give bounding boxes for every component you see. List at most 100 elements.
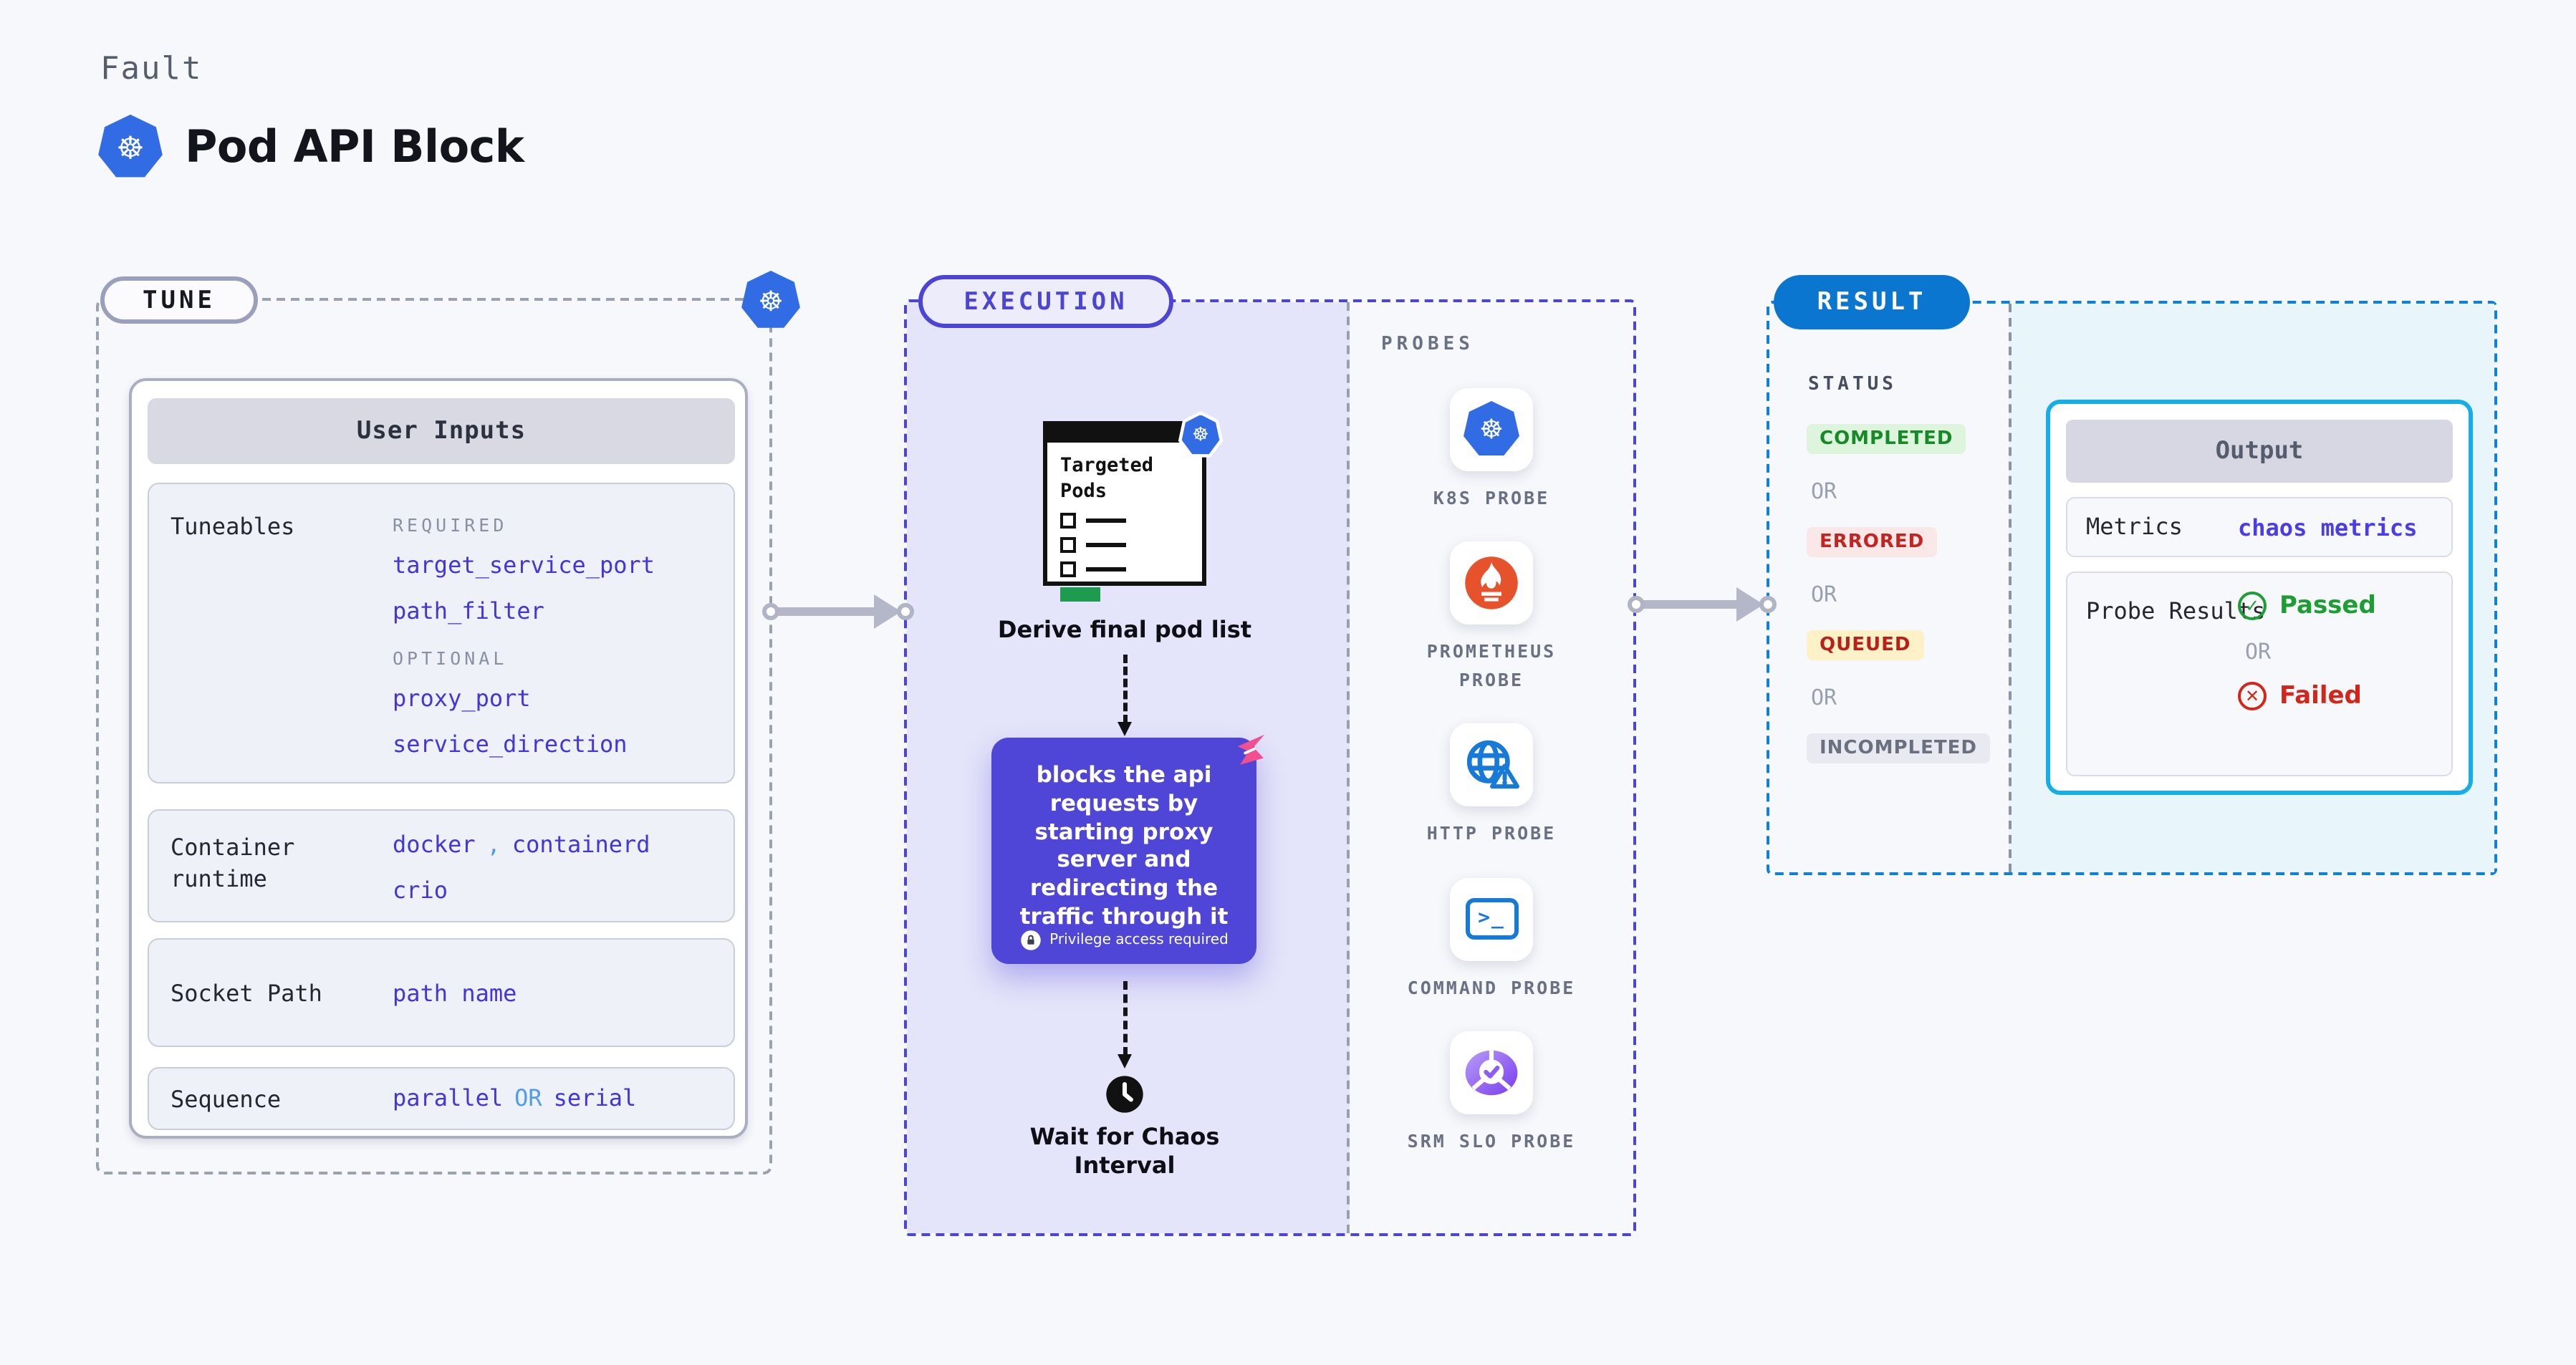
flow-arrow-down — [1118, 981, 1132, 1069]
container-runtime-card: Container runtime docker , containerd cr… — [148, 809, 735, 922]
probe-item-command: >_ COMMAND PROBE — [1407, 877, 1576, 1001]
probes-heading: PROBES — [1381, 334, 1474, 355]
probe-item-k8s: ☸ K8S PROBE — [1407, 388, 1576, 512]
runtime-value: crio — [393, 877, 448, 904]
tuneable-link[interactable]: target_service_port — [393, 551, 655, 579]
probe-results-row: Probe Results ✓ Passed OR ✕ Failed — [2066, 571, 2453, 776]
or-separator: OR — [1811, 685, 1837, 710]
fault-kind-label: Fault — [100, 52, 203, 87]
list-line — [1086, 543, 1126, 548]
socket-path-card: Socket Path path name — [148, 938, 735, 1047]
or-separator: OR — [1811, 582, 1837, 607]
clock-icon — [1106, 1076, 1143, 1113]
tuneable-link[interactable]: proxy_port — [393, 685, 531, 712]
output-title: Output — [2066, 420, 2453, 483]
checkbox-icon — [1060, 561, 1076, 578]
status-column: STATUS COMPLETED OR ERRORED OR QUEUED OR… — [1769, 304, 2009, 872]
connector-ring — [1759, 596, 1777, 613]
execution-zone: Targeted Pods ☸ Derive final pod list bl… — [907, 302, 1350, 1233]
user-inputs-title: User Inputs — [148, 398, 735, 464]
targeted-pods-title: Targeted Pods — [1060, 454, 1154, 503]
fault-action-text: blocks the api requests by starting prox… — [1019, 762, 1229, 930]
probe-icon-card — [1450, 1031, 1533, 1114]
tuneable-link[interactable]: path_filter — [393, 597, 544, 624]
check-circle-icon: ✓ — [2238, 592, 2267, 620]
sequence-value: parallel — [393, 1084, 504, 1111]
globe-alert-icon — [1466, 741, 1520, 789]
flow-arrow-execution-to-result — [1628, 586, 1777, 623]
passed-label: Passed — [2279, 592, 2376, 620]
required-heading: REQUIRED — [393, 514, 508, 536]
privilege-note: Privilege access required — [991, 930, 1256, 951]
probe-icon-card — [1450, 541, 1533, 625]
connector-ring — [1628, 596, 1645, 613]
privilege-note-text: Privilege access required — [1049, 932, 1229, 948]
sequence-value: serial — [553, 1084, 637, 1111]
passed-result: ✓ Passed — [2238, 592, 2376, 620]
failed-label: Failed — [2279, 682, 2362, 710]
execution-section: EXECUTION Targeted Pods ☸ Derive final p… — [904, 275, 1636, 1236]
sequence-label: Sequence — [170, 1086, 282, 1113]
kubernetes-icon: ☸ — [741, 271, 800, 328]
probe-item-http: HTTP PROBE — [1407, 723, 1576, 847]
result-badge: RESULT — [1774, 275, 1970, 329]
status-badge-completed: COMPLETED — [1807, 424, 1966, 454]
tune-section: TUNE ☸ User Inputs Tuneables REQUIRED ta… — [96, 271, 800, 1175]
user-inputs-card: User Inputs Tuneables REQUIRED target_se… — [129, 378, 748, 1139]
status-badge-queued: QUEUED — [1807, 630, 1924, 660]
probe-label: K8S PROBE — [1433, 487, 1550, 508]
x-circle-icon: ✕ — [2238, 682, 2267, 710]
tuneable-link[interactable]: service_direction — [393, 730, 628, 758]
sequence-card: Sequence parallel OR serial — [148, 1067, 735, 1130]
socket-path-value: path name — [393, 980, 517, 1007]
status-heading: STATUS — [1808, 374, 1897, 395]
arrow-shaft — [1642, 600, 1739, 609]
probe-label: COMMAND PROBE — [1407, 976, 1576, 998]
sequence-separator: OR — [514, 1084, 542, 1111]
tuneables-label: Tuneables — [170, 513, 295, 540]
page-header: ☸ Pod API Block — [97, 115, 524, 180]
doc-titlebar — [1046, 424, 1203, 443]
socket-path-label: Socket Path — [170, 980, 322, 1007]
list-line — [1086, 567, 1126, 572]
connector-ring — [762, 603, 779, 620]
probe-results-label: Probe Results — [2086, 597, 2266, 624]
probes-zone: PROBES ☸ K8S PROBE — [1350, 302, 1633, 1233]
container-runtime-label: Container runtime — [170, 834, 295, 892]
result-section: RESULT STATUS COMPLETED OR ERRORED OR QU… — [1767, 275, 2497, 875]
runtime-value: containerd — [511, 831, 650, 858]
probe-item-prometheus: PROMETHEUS PROBE — [1407, 541, 1576, 694]
lock-icon — [1020, 930, 1040, 950]
probe-label: PROMETHEUS PROBE — [1426, 640, 1557, 690]
output-card: Output Metrics chaos metrics Probe Resul… — [2046, 400, 2473, 795]
connector-ring — [897, 603, 914, 620]
execution-badge: EXECUTION — [918, 275, 1173, 328]
targeted-pods-doc: Targeted Pods — [1043, 421, 1206, 602]
probe-icon-card: ☸ — [1450, 388, 1533, 471]
flow-arrow-down — [1118, 655, 1132, 736]
metrics-label: Metrics — [2086, 513, 2183, 541]
arrow-head — [874, 594, 901, 629]
progress-bar — [1060, 587, 1100, 602]
terminal-icon: >_ — [1465, 898, 1518, 940]
derive-pod-list-label: Derive final pod list — [997, 616, 1252, 643]
tune-badge: TUNE — [100, 276, 258, 324]
failed-result: ✕ Failed — [2238, 682, 2376, 710]
kubernetes-icon: ☸ — [98, 115, 163, 178]
optional-heading: OPTIONAL — [393, 647, 508, 669]
probe-label: SRM SLO PROBE — [1407, 1129, 1576, 1152]
probe-icon-card — [1450, 723, 1533, 807]
checkbox-icon — [1060, 513, 1076, 529]
fault-action-box: blocks the api requests by starting prox… — [991, 734, 1264, 964]
metrics-row: Metrics chaos metrics — [2066, 497, 2453, 557]
arrow-head — [1736, 587, 1764, 622]
flow-arrow-tune-to-execution — [762, 593, 914, 630]
page-title: Pod API Block — [185, 122, 524, 173]
checkbox-icon — [1060, 537, 1076, 554]
chaos-pink-icon — [1237, 734, 1264, 765]
wait-interval-label: Wait for Chaos Interval — [1029, 1123, 1220, 1179]
kubernetes-icon: ☸ — [1464, 401, 1519, 455]
status-badge-incompleted: INCOMPLETED — [1807, 733, 1990, 763]
output-zone: Output Metrics chaos metrics Probe Resul… — [2009, 304, 2494, 872]
